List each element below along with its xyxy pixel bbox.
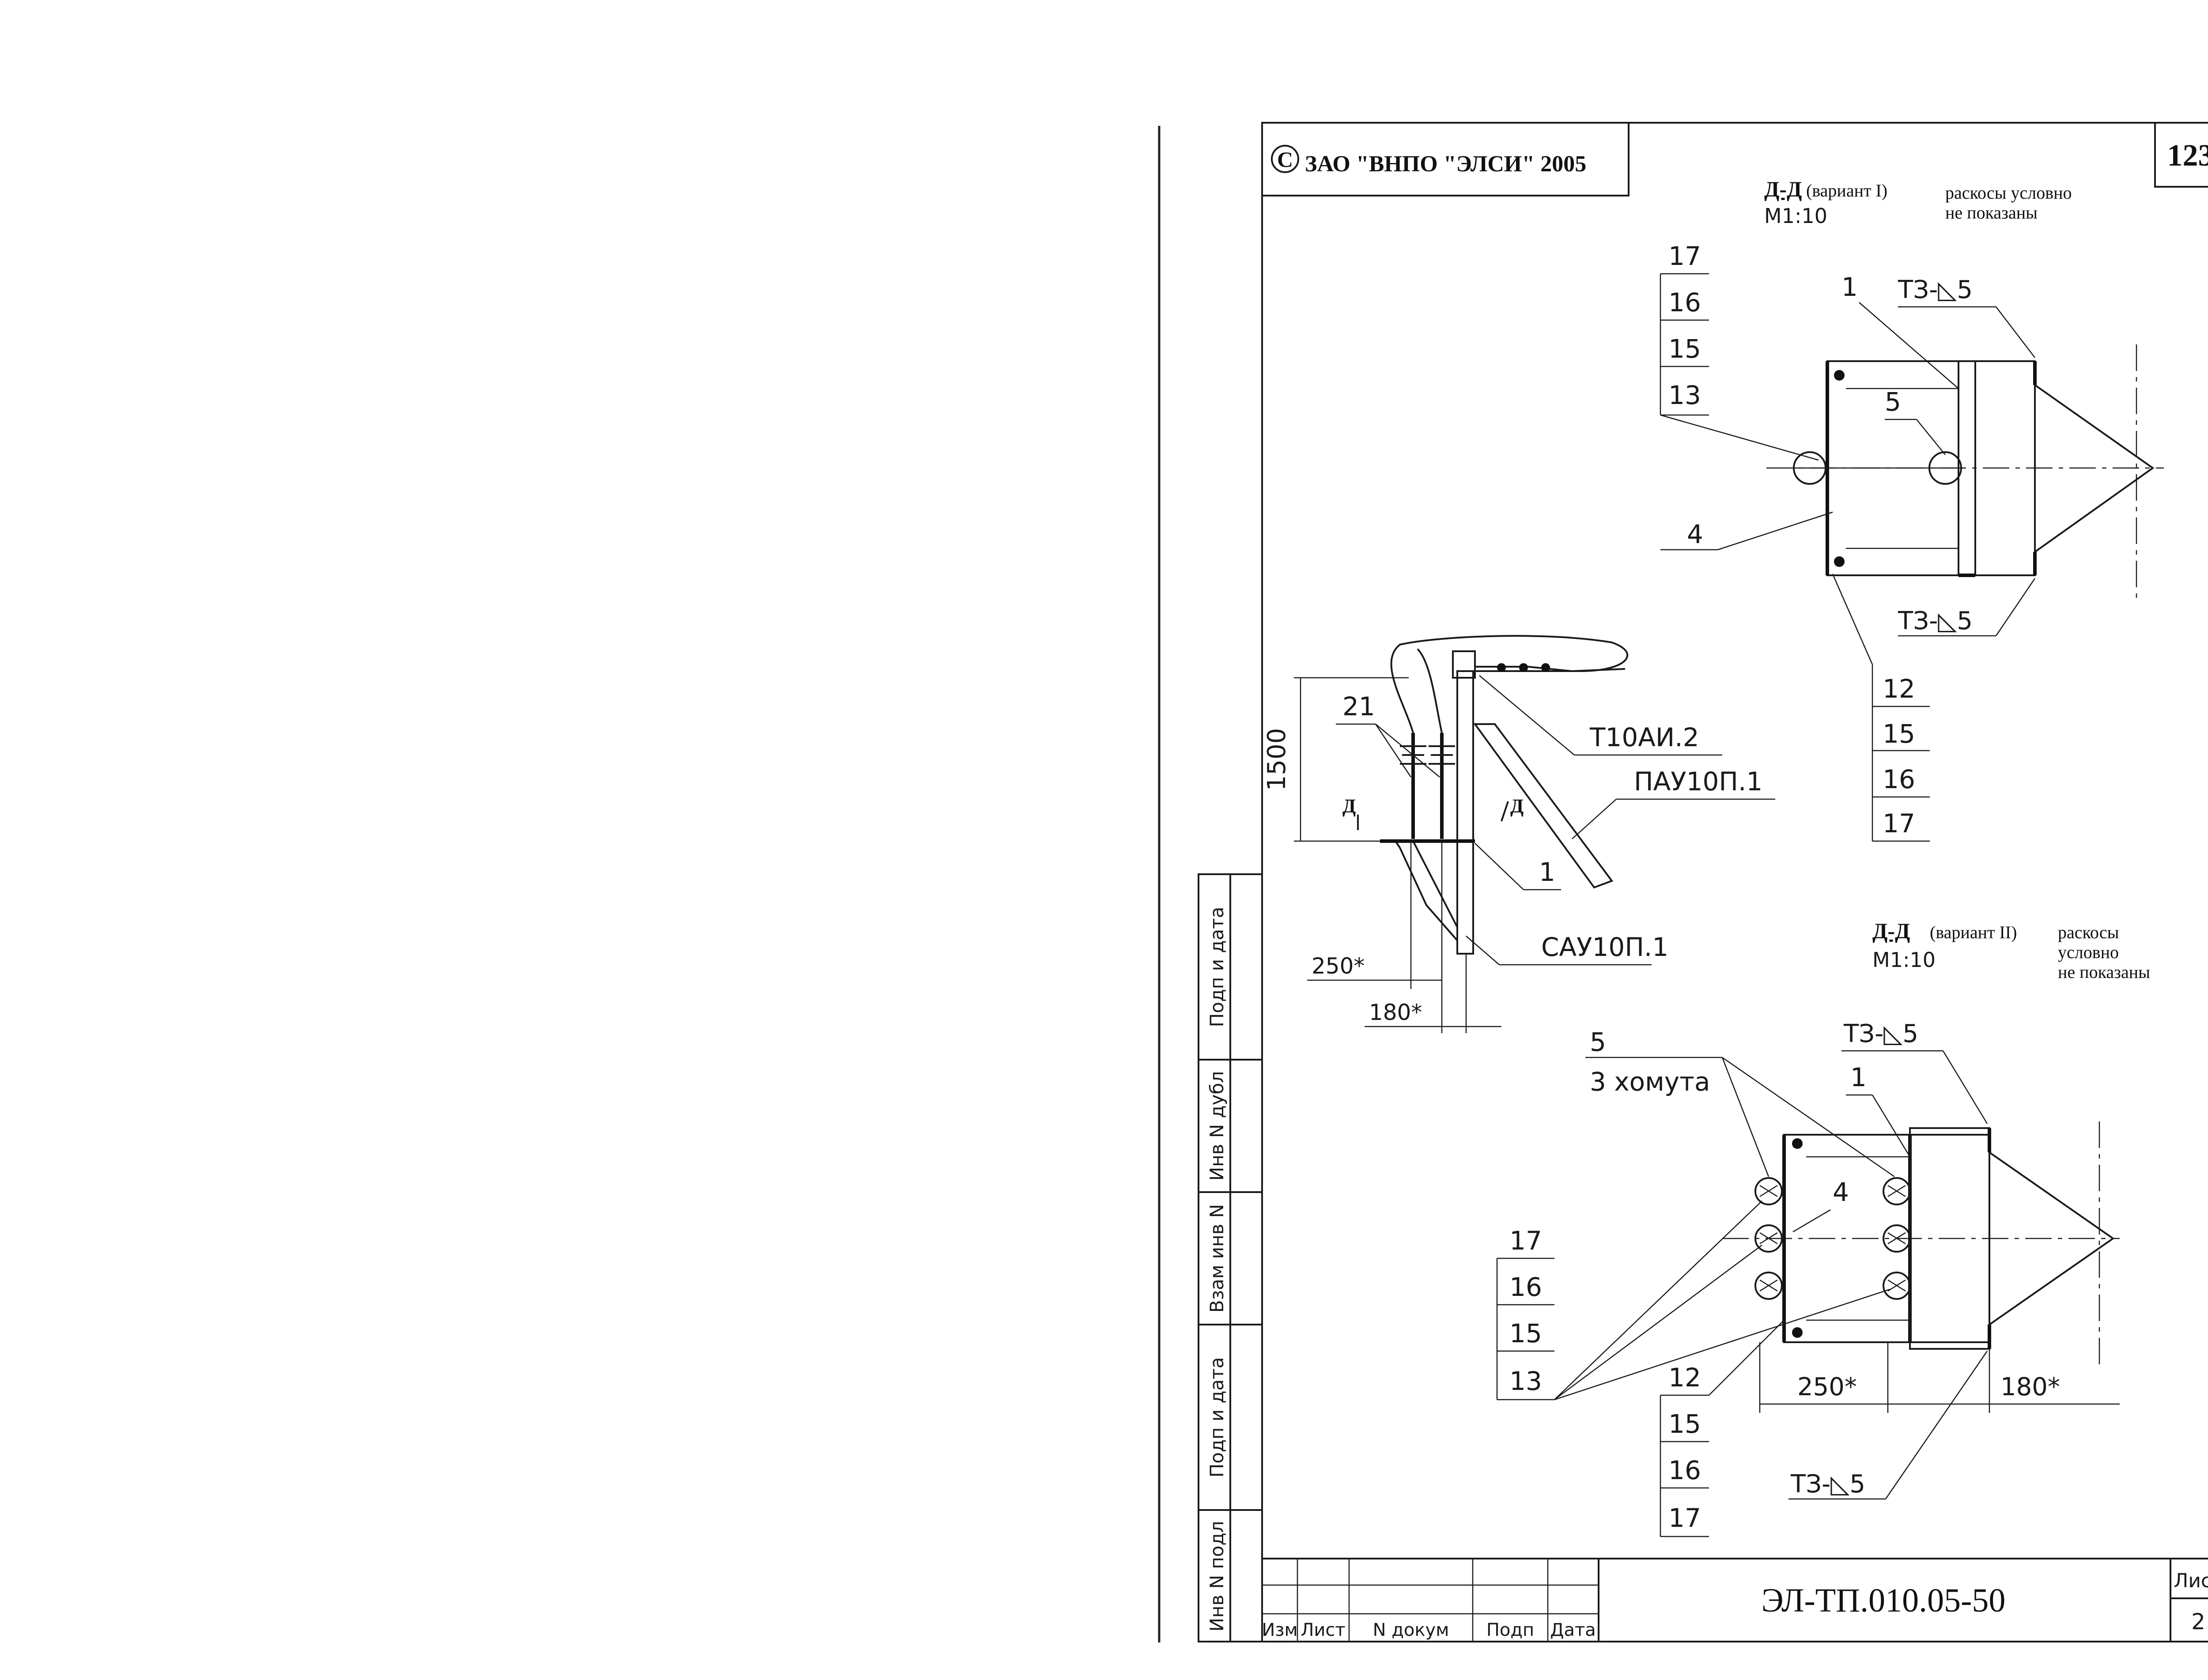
callout-b-left-1: 16 [1509,1272,1542,1302]
section-a-note-1: раскосы условно [1945,183,2072,203]
callout-a-left-3: 13 [1668,380,1701,410]
copyright-box: C ЗАО "ВНПО "ЭЛСИ" 2005 [1261,122,1630,196]
sheet-label: Лист [2174,1570,2208,1592]
weld-a-top: ТЗ-◺5 [1898,276,1973,304]
copyright-c-icon: C [1277,147,1293,172]
label-b-1: 1 [1850,1062,1867,1092]
section-b-variant: (вариант II) [1930,922,2017,942]
section-b-body [1722,1121,2120,1364]
weld-a-bottom: ТЗ-◺5 [1898,607,1973,635]
side-stamp-3: Инв N дубл [1206,1071,1228,1181]
title-block: Изм Лист N докум Подп Дата ЭЛ-ТП.010.05-… [1261,1558,2208,1642]
copyright-text: ЗАО "ВНПО "ЭЛСИ" 2005 [1305,151,1586,177]
label-a-5: 5 [1885,387,1901,417]
col-izm: Изм [1262,1620,1297,1640]
callout-b-left-2: 15 [1509,1318,1542,1348]
dim-elev-180: 180* [1369,1000,1422,1025]
page-number-box: 123 [2154,122,2208,188]
label-sau: САУ10П.1 [1541,932,1668,962]
dim-elev-250: 250* [1312,953,1365,979]
label-elev-1: 1 [1539,857,1555,887]
insulator-left [1400,733,1426,839]
section-a-callouts-right: 12 15 16 17 [1832,574,1930,842]
callout-b-bottom-0: 12 [1668,1363,1701,1393]
callout-b-left-3: 13 [1509,1366,1542,1396]
section-a-callouts-left: 17 16 15 13 [1660,241,1819,461]
callout-a-left-0: 17 [1668,241,1701,271]
section-b-callouts-bottom: 12 15 16 17 [1660,1320,1785,1537]
insulator-right [1429,733,1455,839]
side-stamp-1: Подп и дата [1206,1357,1228,1478]
section-a-heading: Д-Д (вариант I) М1:10 раскосы условно не… [1764,177,2072,228]
section-b-callouts-left: 17 16 15 13 [1496,1201,1890,1401]
dim-1500: 1500 [1263,728,1291,791]
section-a-body [1766,344,2164,600]
label-t10ai: Т10АИ.2 [1589,722,1699,752]
section-a-title: Д-Д [1764,177,1802,201]
side-stamp: Инв N подл Подп и дата Взам инв N Инв N … [1198,873,1263,1642]
callout-b-left-0: 17 [1509,1226,1542,1256]
clamp-circles [1754,1177,1911,1300]
drawing-frame [1261,122,2208,1642]
section-b-note-2: условно [2058,942,2119,962]
callout-a-right-0: 12 [1883,674,1915,704]
side-stamp-2: Взам инв N [1206,1204,1228,1313]
callout-a-right-1: 15 [1883,719,1915,749]
col-ndoc: N докум [1373,1620,1449,1640]
callout-b-bottom-1: 15 [1668,1409,1701,1439]
col-data: Дата [1550,1620,1596,1640]
side-stamp-0: Инв N подл [1206,1521,1228,1632]
label-21: 21 [1342,691,1375,721]
weld-b-top: ТЗ-◺5 [1843,1019,1918,1048]
section-a-labels: 1 5 4 ТЗ-◺5 ТЗ-◺5 [1660,272,2036,637]
section-b-note-3: не показаны [2058,962,2150,982]
section-a-variant: (вариант I) [1806,181,1887,200]
callout-a-left-2: 15 [1668,334,1701,364]
callout-a-left-1: 16 [1668,287,1701,317]
section-a-scale: М1:10 [1764,204,1827,228]
label-b-4: 4 [1833,1177,1849,1207]
callout-b-bottom-3: 17 [1668,1503,1701,1533]
col-podp: Подп [1486,1620,1534,1640]
doc-code: ЭЛ-ТП.010.05-50 [1762,1582,2006,1619]
section-b-heading: Д-Д (вариант II) М1:10 раскосы условно н… [1872,918,2150,982]
section-mark-right: Д [1510,795,1524,817]
label-b-clamp: 3 хомута [1590,1067,1710,1097]
callout-a-right-3: 17 [1883,808,1915,838]
page-number: 123 [2167,139,2208,173]
section-b-scale: М1:10 [1872,948,1936,972]
label-a-4: 4 [1687,519,1703,549]
col-list: Лист [1301,1620,1345,1640]
side-stamp-4: Подп и дата [1206,907,1228,1027]
section-b-dims: 250* 180* [1759,1342,2120,1413]
label-b-5: 5 [1590,1027,1606,1057]
callout-b-bottom-2: 16 [1668,1455,1701,1485]
sheet-number: 2 [2191,1609,2205,1635]
dim-b-250: 250* [1797,1373,1857,1401]
section-mark-left: Д [1342,795,1356,817]
label-pau: ПАУ10П.1 [1634,766,1762,797]
label-a-1: 1 [1841,272,1858,302]
elevation-view: 1500 Д Д 21 [1263,635,1775,1033]
section-b-title: Д-Д [1872,918,1910,943]
section-b-labels: 5 3 хомута 1 4 ТЗ-◺5 ТЗ-◺5 [1585,1019,1988,1500]
section-a-note-2: не показаны [1945,203,2038,223]
dim-b-180: 180* [2000,1373,2060,1401]
weld-b-bottom: ТЗ-◺5 [1790,1470,1865,1499]
section-b-note-1: раскосы [2058,922,2119,942]
callout-a-right-2: 16 [1883,764,1915,794]
